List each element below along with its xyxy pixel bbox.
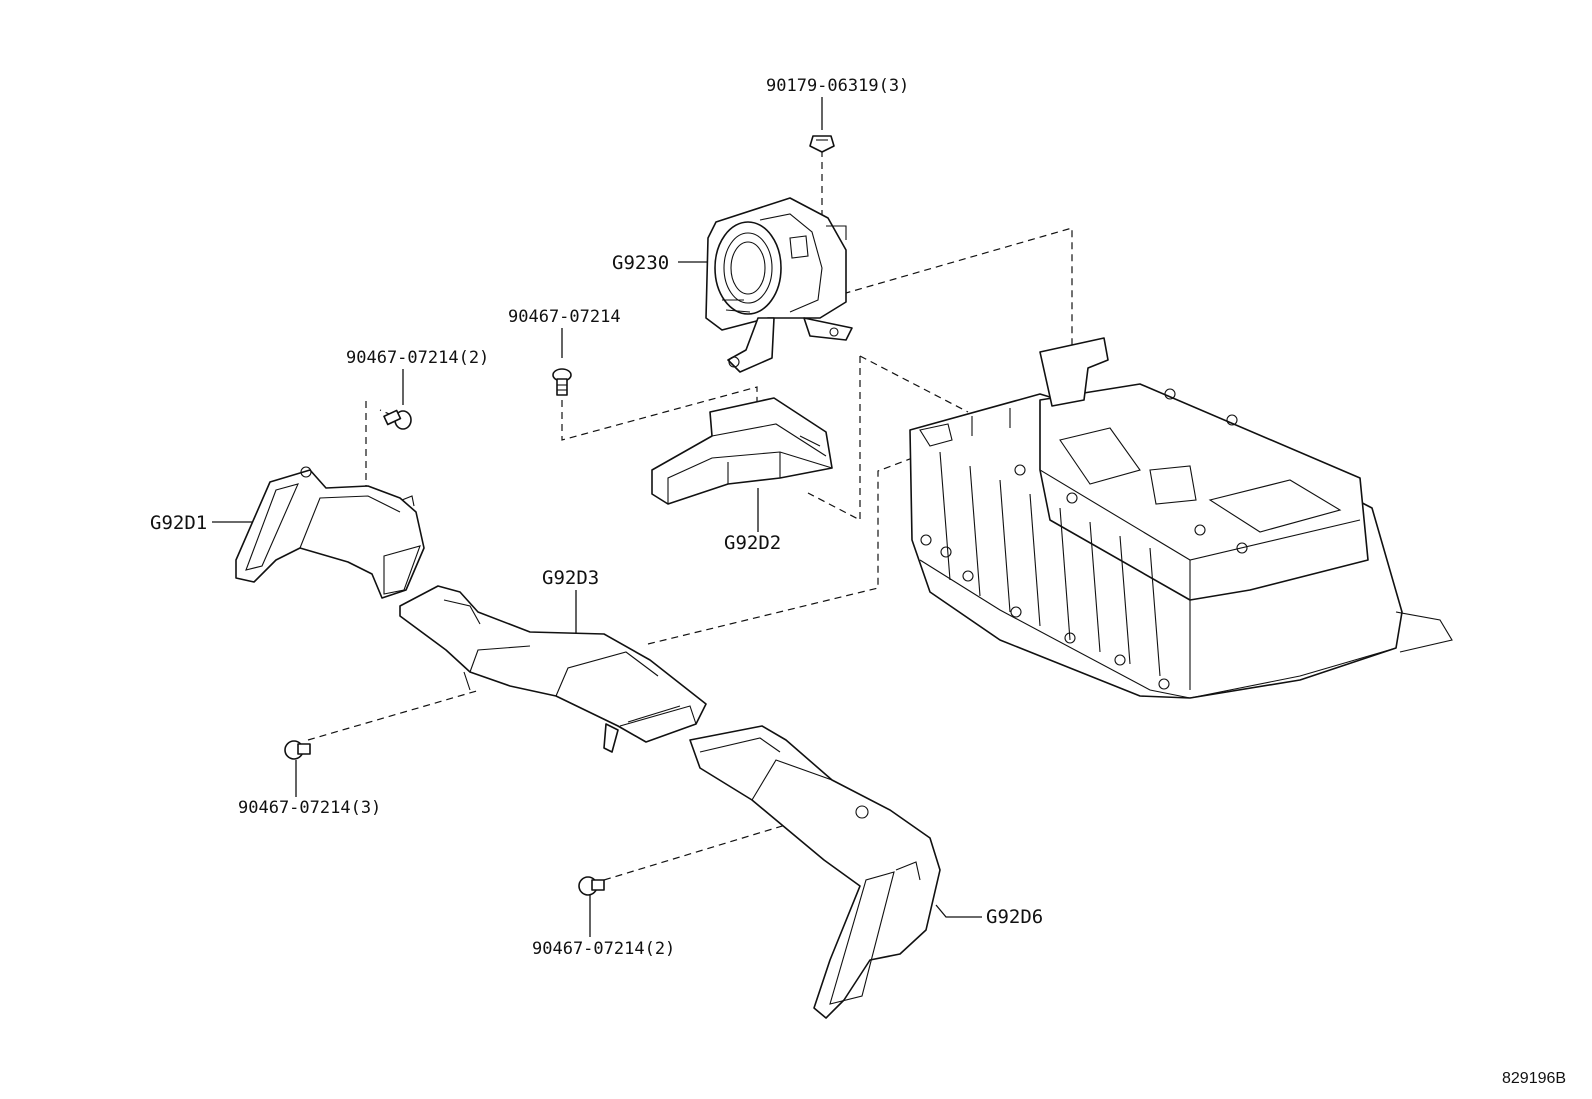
duct-g92d6 — [689, 725, 941, 1019]
nut-90179-icon — [809, 135, 835, 153]
duct-g92d3 — [399, 585, 707, 753]
label-nut-top: 90179-06319(3) — [766, 76, 909, 96]
hybrid-battery-assembly — [909, 337, 1453, 699]
label-clip-bottom: 90467-07214(2) — [532, 939, 675, 959]
label-part-g92d2: G92D2 — [724, 532, 781, 554]
blower-fan-assembly — [705, 197, 853, 373]
clip-bottom-icon — [578, 876, 605, 896]
battery-cell-ribs — [939, 451, 1161, 677]
leader-lines — [212, 97, 982, 937]
duct-g92d2 — [651, 397, 833, 505]
label-clip-left-bottom: 90467-07214(3) — [238, 798, 381, 818]
label-part-g92d6: G92D6 — [986, 906, 1043, 928]
clip-single-icon — [552, 368, 572, 396]
label-clip-single: 90467-07214 — [508, 307, 621, 327]
duct-g92d1 — [235, 466, 425, 599]
label-clip-left-top: 90467-07214(2) — [346, 348, 489, 368]
diagram-reference-number: 829196B — [1502, 1070, 1566, 1087]
label-part-g92d1: G92D1 — [150, 512, 207, 534]
label-part-g9230: G9230 — [612, 252, 669, 274]
clip-left-top-icon — [383, 409, 412, 430]
clip-left-bottom-icon — [284, 740, 311, 760]
label-part-g92d3: G92D3 — [542, 567, 599, 589]
